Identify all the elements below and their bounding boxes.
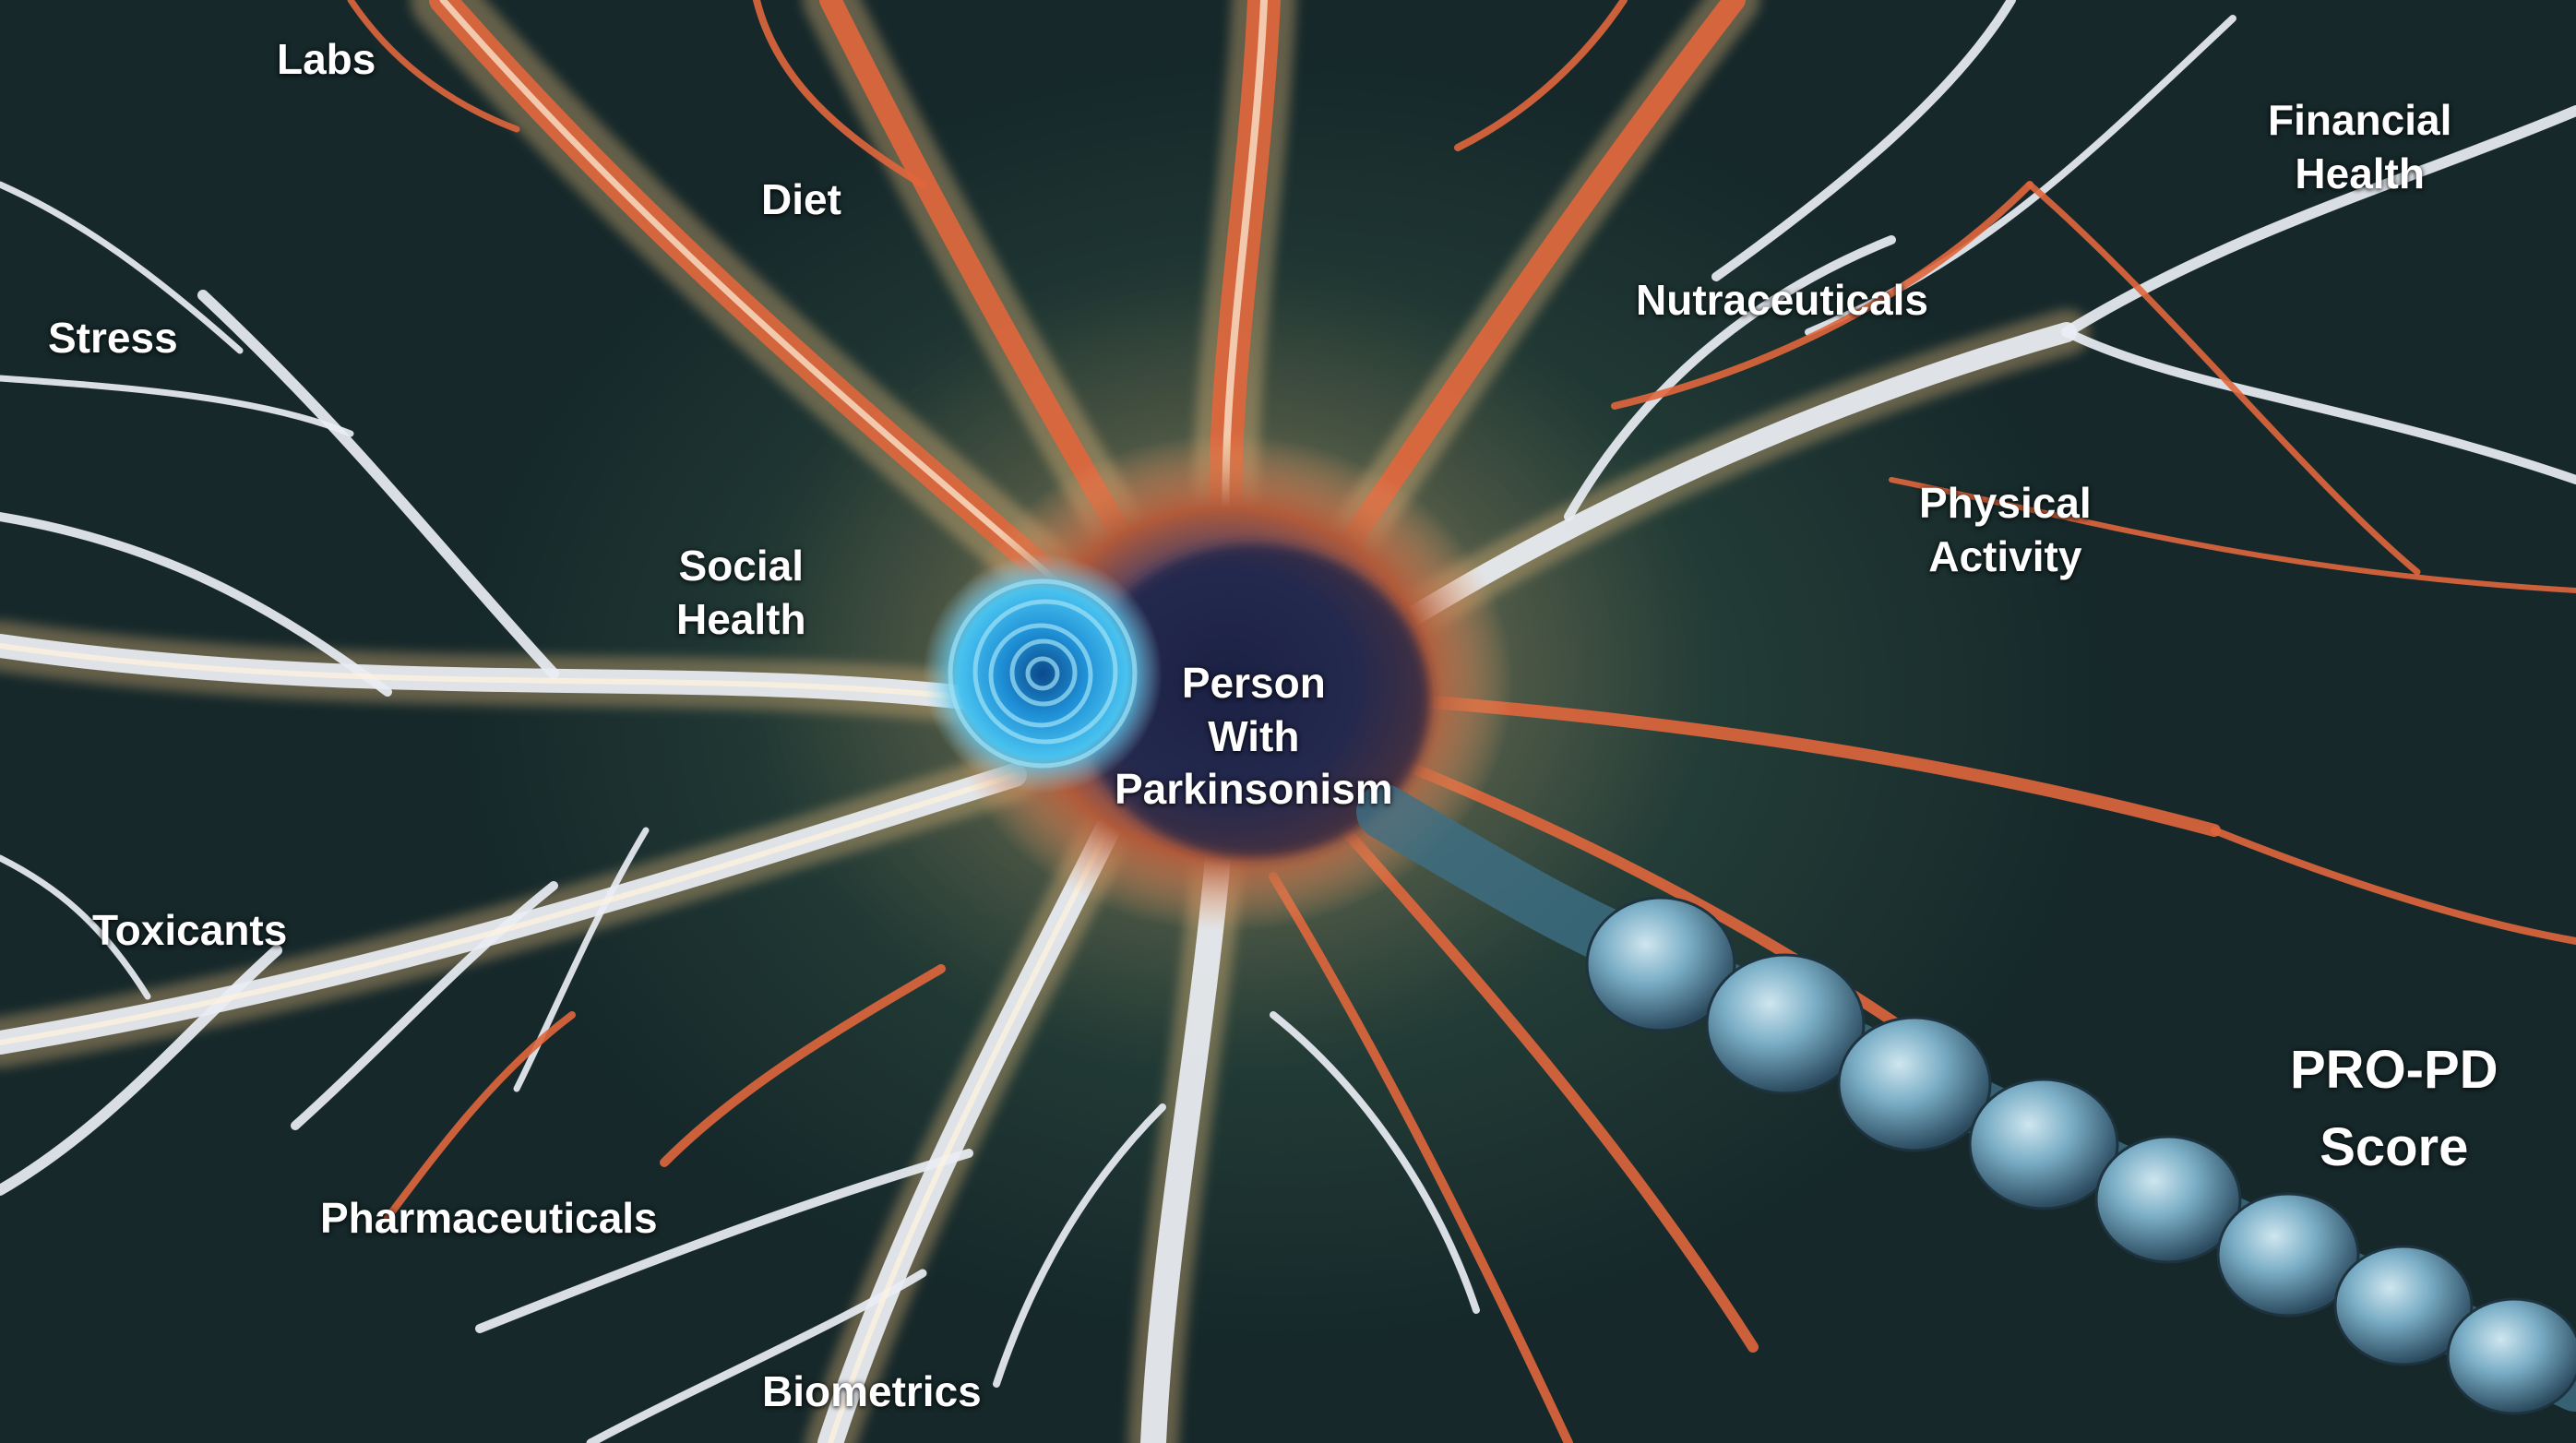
label-stress: Stress — [48, 312, 178, 365]
label-pro-pd-score-line1: PRO-PD — [2290, 1040, 2498, 1100]
label-social-health-line2: Health — [676, 594, 806, 643]
label-pro-pd-score-line2: Score — [2320, 1117, 2469, 1178]
label-biometrics: Biometrics — [762, 1365, 982, 1419]
label-biometrics-text: Biometrics — [762, 1367, 982, 1415]
label-physical-activity: Physical Activity — [1919, 477, 2092, 583]
label-toxicants-text: Toxicants — [92, 906, 288, 954]
label-financial-health-line2: Health — [2295, 149, 2425, 197]
label-financial-health-line1: Financial — [2268, 96, 2452, 144]
label-nutraceuticals: Nutraceuticals — [1636, 274, 1928, 328]
label-physical-activity-line2: Activity — [1928, 531, 2082, 580]
label-center-line3: Parkinsonism — [1115, 765, 1393, 813]
label-toxicants: Toxicants — [92, 904, 287, 958]
label-pro-pd-score: PRO-PD Score — [2290, 1032, 2498, 1187]
label-center-line1: Person — [1181, 659, 1326, 707]
label-physical-activity-line1: Physical — [1919, 479, 2092, 527]
label-labs-text: Labs — [277, 35, 376, 83]
label-diet-text: Diet — [761, 175, 841, 223]
label-center-person: Person With Parkinsonism — [1115, 657, 1393, 817]
label-social-health: Social Health — [676, 540, 806, 646]
label-social-health-line1: Social — [678, 542, 805, 590]
label-diet: Diet — [761, 173, 841, 227]
label-pharmaceuticals-text: Pharmaceuticals — [320, 1194, 658, 1242]
label-stress-text: Stress — [48, 314, 178, 362]
label-nutraceuticals-text: Nutraceuticals — [1636, 276, 1929, 324]
label-labs: Labs — [277, 33, 376, 87]
label-financial-health: Financial Health — [2268, 94, 2451, 200]
label-pharmaceuticals: Pharmaceuticals — [320, 1192, 658, 1246]
label-center-line2: With — [1208, 711, 1300, 760]
